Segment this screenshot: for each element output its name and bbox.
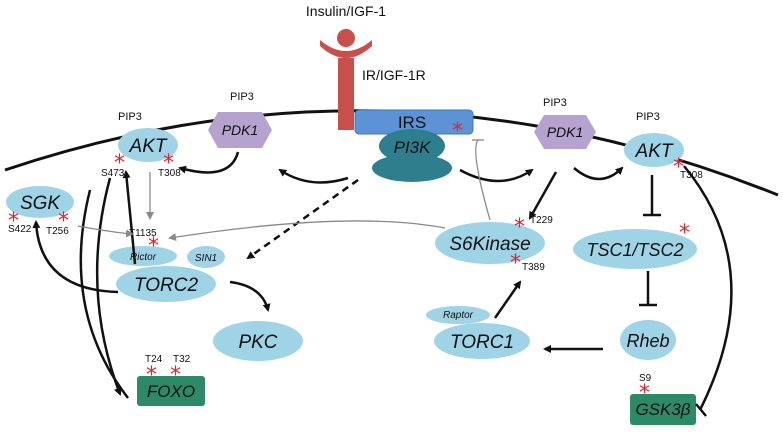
s6kinase-node <box>435 222 545 264</box>
phospho-star: * <box>639 381 650 406</box>
pkc-node <box>213 321 303 361</box>
phospho-star: * <box>163 151 174 176</box>
pip3-label: PIP3 <box>636 111 660 123</box>
arrow-pdk1-to-akt-left <box>178 151 240 174</box>
torc1-label: TORC1 <box>450 332 514 353</box>
arrow-pdk1-to-s6k <box>528 171 558 220</box>
pathway-arrows <box>32 151 624 396</box>
phospho-star: * <box>146 363 157 388</box>
pdk1-left-node <box>208 112 272 148</box>
rheb-node <box>620 320 676 360</box>
sgk-node <box>6 186 74 218</box>
pdk1-left-label: PDK1 <box>222 122 259 138</box>
inhibition-lines <box>79 165 733 417</box>
phospho-star: * <box>58 209 69 234</box>
arrow-pdk1-to-akt-right <box>573 166 624 181</box>
phospho-star: * <box>452 119 463 144</box>
phospho-star: * <box>510 251 521 276</box>
pi3k-node <box>372 129 452 182</box>
pdk1-right-label: PDK1 <box>547 124 584 140</box>
rictor-label: Rictor <box>130 252 157 263</box>
gsk3b-node <box>630 394 696 425</box>
phospho-star: * <box>514 215 525 240</box>
foxo-label: FOXO <box>147 382 195 401</box>
phospho-star: * <box>679 221 690 246</box>
pip3-label: PIP3 <box>230 91 254 103</box>
site-t24: T24 <box>145 354 163 365</box>
pdk1-right-node <box>534 115 596 149</box>
site-t256: T256 <box>46 226 69 237</box>
arrow-akt-to-foxo <box>95 177 122 396</box>
s6kinase-label: S6Kinase <box>449 234 530 255</box>
arrow-torc2-to-sgk <box>32 220 119 294</box>
rheb-label: Rheb <box>626 331 669 351</box>
site-s473: S473 <box>101 168 125 179</box>
irs-label: IRS <box>398 113 426 132</box>
torc2-node <box>116 266 216 302</box>
sin1-label: SIN1 <box>195 253 217 264</box>
arrow-pi3k-to-pdk1-right <box>459 168 534 183</box>
phospho-star: * <box>8 209 19 234</box>
site-t389: T389 <box>522 262 545 273</box>
ligand-label: Insulin/IGF-1 <box>306 3 386 19</box>
arrow-torc1-to-s6k <box>493 280 522 319</box>
pi3k-label: PI3K <box>394 138 432 157</box>
site-t32: T32 <box>173 354 191 365</box>
phospho-star: * <box>673 155 684 180</box>
site-t308: T308 <box>158 168 181 179</box>
arrow-torc2-to-pkc <box>229 280 271 312</box>
akt-right-node <box>624 133 684 167</box>
site-t229: T229 <box>530 215 553 226</box>
phospho-star: * <box>148 234 159 259</box>
akt-right-label: AKT <box>635 141 674 162</box>
raptor-label: Raptor <box>443 310 474 321</box>
receptor-label: IR/IGF-1R <box>362 67 426 83</box>
raptor-node <box>426 306 490 324</box>
torc2-label: TORC2 <box>134 275 198 296</box>
foxo-node <box>137 376 205 406</box>
rictor-node <box>109 246 177 266</box>
phospho-star: * <box>114 151 125 176</box>
akt-left-label: AKT <box>129 136 168 157</box>
sin1-node <box>187 246 225 268</box>
torc1-node <box>434 323 530 359</box>
site-s422: S422 <box>8 224 32 235</box>
arrow-pi3k-to-pdk1-left <box>278 168 349 184</box>
tsc-label: TSC1/TSC2 <box>586 240 683 260</box>
pip3-label: PIP3 <box>543 97 567 109</box>
feedback-arrows <box>77 139 491 242</box>
site-s9: S9 <box>639 373 652 384</box>
site-t1135: T1135 <box>129 228 157 239</box>
phospho-star: * <box>170 363 181 388</box>
dashed-arrow-pi3k-to-torc2 <box>246 178 359 260</box>
tsc-node <box>573 229 697 269</box>
pkc-label: PKC <box>238 332 277 353</box>
arrow-torc2-to-akt <box>122 170 137 265</box>
gsk3b-label: GSK3β <box>635 400 690 419</box>
sgk-label: SGK <box>20 193 61 214</box>
akt-left-node <box>118 128 178 162</box>
receptor <box>320 29 372 130</box>
pip3-label: PIP3 <box>118 111 142 123</box>
